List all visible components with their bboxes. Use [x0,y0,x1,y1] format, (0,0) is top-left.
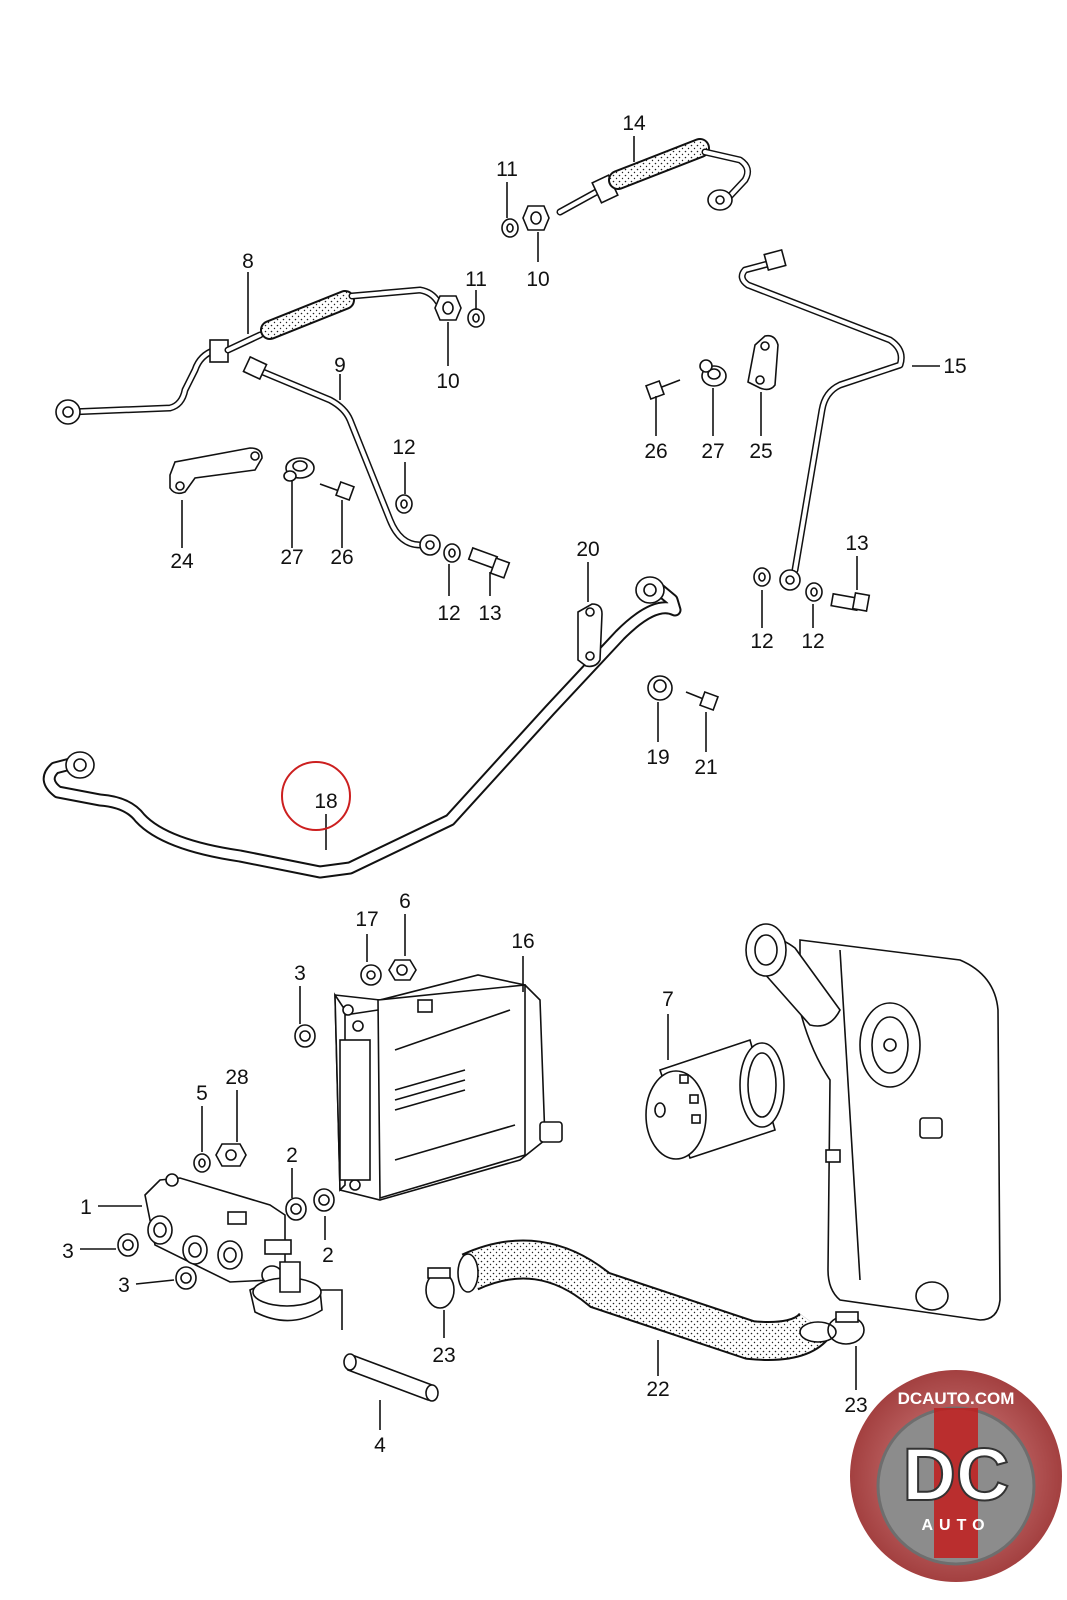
logo-mark: DC [903,1433,1010,1516]
label-24: 24 [170,550,194,573]
label-18: 18 [314,790,337,813]
part-22-hose [457,1239,837,1361]
label-26: 26 [330,546,353,569]
label-25: 25 [749,440,772,463]
label-17: 17 [355,908,378,931]
part-9-pipe [242,355,441,556]
part-13-bolt-b [830,591,871,613]
label-3: 3 [118,1274,130,1297]
highlight-ring [281,761,351,831]
label-26: 26 [644,440,667,463]
part-27-clamp-a [283,457,315,482]
logo-sub: AUTO [921,1517,990,1534]
part-21-bolt [685,691,719,711]
label-5: 5 [196,1082,208,1105]
label-12: 12 [392,436,415,459]
label-1: 1 [80,1196,92,1219]
part-23-hose-clamp-b [827,1311,865,1345]
label-22: 22 [646,1378,669,1401]
label-13: 13 [478,602,501,625]
part-25-bracket [747,334,779,391]
label-12: 12 [437,602,460,625]
part-12-washer-b [443,543,461,563]
label-10: 10 [436,370,459,393]
part-20-bracket [577,603,603,668]
part-26-bolt-b [645,379,681,400]
part-1-housing [144,1173,323,1322]
label-6: 6 [399,890,411,913]
part-6-nut [388,959,417,981]
label-9: 9 [334,354,346,377]
label-3: 3 [294,962,306,985]
dcauto-logo: DCAUTO.COM DC AUTO [850,1370,1062,1582]
part-4-tube [343,1353,439,1402]
oil-tank [745,923,1001,1321]
label-2: 2 [322,1244,334,1267]
part-3-bushing-b [117,1233,139,1257]
part-8-hose [55,286,442,425]
part-15-pipe [738,248,905,591]
label-27: 27 [280,546,303,569]
label-12: 12 [801,630,824,653]
logo-site: DCAUTO.COM [898,1389,1015,1408]
label-7: 7 [662,988,674,1011]
label-16: 16 [511,930,534,953]
part-7-oil-filter [645,1038,785,1160]
label-28: 28 [225,1066,248,1089]
part-12-washer-a [395,494,413,514]
part-2-bushing-a [285,1197,307,1221]
part-3-bushing-c [175,1266,197,1290]
part-11-nut-a [501,218,519,238]
label-15: 15 [943,355,966,378]
label-3: 3 [62,1240,74,1263]
part-26-bolt-a [319,481,355,501]
label-13: 13 [845,532,868,555]
part-28-nut [215,1143,247,1167]
part-10-nut-b [434,295,462,321]
part-13-bolt-a [467,546,511,579]
label-23: 23 [432,1344,455,1367]
part-12-washer-d [805,582,823,602]
label-20: 20 [576,538,599,561]
label-8: 8 [242,250,254,273]
part-16-oil-cooler [334,974,563,1201]
part-27-clamp-b [699,359,727,387]
label-27: 27 [701,440,724,463]
label-11: 11 [496,158,518,181]
part-12-washer-c [753,567,771,587]
label-23: 23 [844,1394,867,1417]
part-11-nut-b [467,308,485,328]
part-24-bracket [169,447,263,495]
part-17-washer [360,964,382,986]
label-14: 14 [622,112,646,135]
part-2-bushing-b [313,1188,335,1212]
leader-lines [80,136,940,1430]
part-19-clamp [647,675,673,701]
label-10: 10 [526,268,549,291]
part-14-hose [556,138,752,216]
part-18-pipe [42,576,682,879]
part-23-hose-clamp-a [425,1267,455,1309]
label-19: 19 [646,746,669,769]
label-4: 4 [374,1434,386,1457]
label-2: 2 [286,1144,298,1167]
label-11: 11 [465,268,487,291]
part-10-nut-a [522,205,550,231]
label-21: 21 [694,756,717,779]
label-12: 12 [750,630,773,653]
part-labels: 14 11 10 8 11 10 9 15 12 24 27 26 12 13 … [62,112,967,1457]
part-5-washer [193,1153,211,1173]
part-3-bushing-a [294,1024,316,1048]
